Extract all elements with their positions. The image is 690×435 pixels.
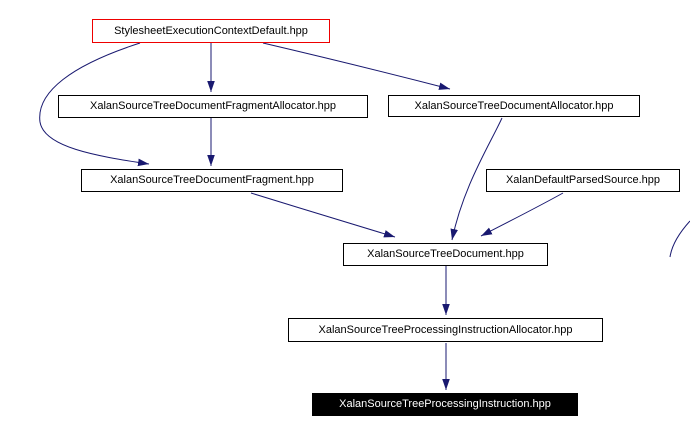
edge-stylesheet-to-document-allocator <box>262 42 451 90</box>
node-xalan-source-tree-processing-instruction: XalanSourceTreeProcessingInstruction.hpp <box>312 393 578 416</box>
node-xalan-source-tree-document-allocator[interactable]: XalanSourceTreeDocumentAllocator.hpp <box>388 95 640 117</box>
node-xalan-source-tree-document-fragment[interactable]: XalanSourceTreeDocumentFragment.hpp <box>81 169 343 192</box>
edge-stylesheet-to-document-fragment <box>39 42 150 167</box>
node-xalan-source-tree-document-fragment-allocator[interactable]: XalanSourceTreeDocumentFragmentAllocator… <box>58 95 368 118</box>
node-xalan-source-tree-document[interactable]: XalanSourceTreeDocument.hpp <box>343 243 548 266</box>
node-xalan-default-parsed-source[interactable]: XalanDefaultParsedSource.hpp <box>486 169 680 192</box>
node-stylesheet-execution-context-default[interactable]: StylesheetExecutionContextDefault.hpp <box>92 19 330 43</box>
node-xalan-source-tree-processing-instruction-allocator[interactable]: XalanSourceTreeProcessingInstructionAllo… <box>288 318 603 342</box>
edge-document-fragment-to-document <box>250 192 396 238</box>
edge-document-allocator-to-document <box>450 117 503 241</box>
edge-clipped-fragment <box>669 220 690 258</box>
edge-parsed-source-to-document <box>480 192 564 237</box>
